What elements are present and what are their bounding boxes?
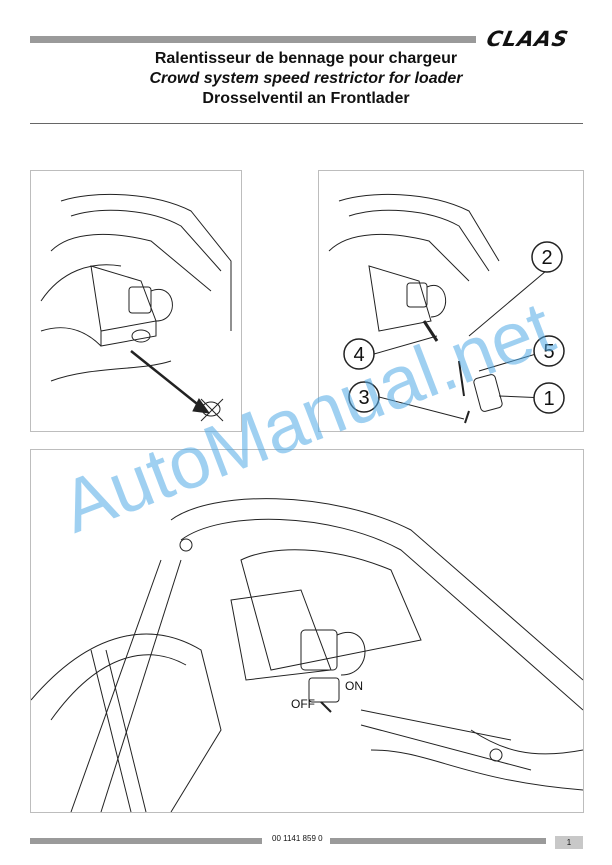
figure-2-components: 2 4 5 3 1 (318, 170, 584, 432)
footer-bar-right (330, 838, 546, 844)
label-on: ON (345, 679, 363, 693)
callout-4: 4 (343, 338, 375, 370)
svg-text:1: 1 (543, 388, 554, 410)
figure-2-drawing: 2 4 5 3 1 (328, 193, 565, 424)
figure-3-drawing: ON OFF (31, 498, 583, 812)
brand-logo: CLAAS (484, 27, 571, 51)
label-off: OFF (291, 697, 315, 711)
figure-1-removal (30, 170, 242, 432)
title-german: Drosselventil an Frontlader (202, 90, 410, 107)
header-divider (30, 123, 583, 124)
svg-text:2: 2 (541, 247, 552, 269)
figure-1-drawing (40, 193, 232, 422)
page-number: 1 (555, 836, 583, 849)
callout-2: 2 (531, 241, 563, 273)
svg-text:5: 5 (543, 341, 554, 363)
callout-3: 3 (348, 381, 380, 413)
document-number: 00 1141 859 0 (272, 834, 323, 843)
figure-3-installed: ON OFF (30, 449, 584, 813)
title-english: Crowd system speed restrictor for loader (149, 70, 463, 87)
title-french: Ralentisseur de bennage pour chargeur (154, 50, 458, 67)
callout-5: 5 (533, 335, 565, 367)
svg-text:4: 4 (353, 344, 364, 366)
svg-text:3: 3 (358, 387, 369, 409)
footer-bar-left (30, 838, 262, 844)
header-bar (30, 36, 476, 43)
callout-1: 1 (533, 382, 565, 414)
